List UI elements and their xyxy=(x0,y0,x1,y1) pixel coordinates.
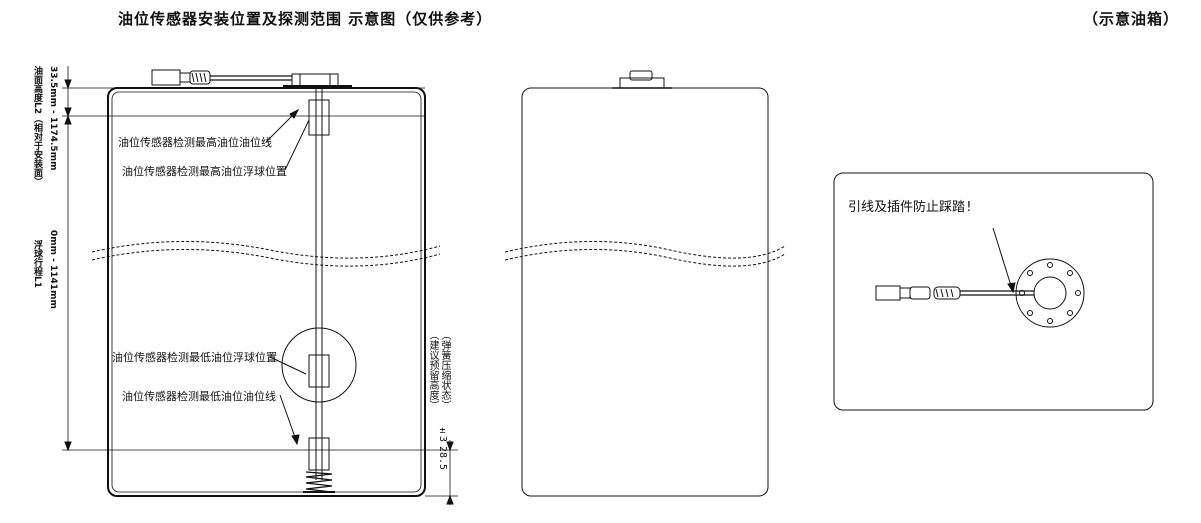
reserve-tolerance: ±3 xyxy=(437,425,448,443)
detail-circle xyxy=(281,327,357,403)
top-float xyxy=(308,99,330,136)
reserve-sub: （弹簧压缩状态） xyxy=(439,330,450,410)
diagram-title: 油位传感器安装位置及探测范围 示意图（仅供参考） xyxy=(118,10,493,28)
detail-box xyxy=(833,172,1154,411)
l1-label: 浮球行程L1 xyxy=(32,240,42,288)
flange-outer xyxy=(1015,258,1085,328)
tank-caption: （示意油箱） xyxy=(1083,10,1180,28)
min-float-annotation: 油位传感器检测最低油位浮球位置 xyxy=(112,351,277,364)
reserve-value: 28.5 xyxy=(437,446,448,471)
flange-inner xyxy=(1033,276,1067,310)
l1-value: 0mm - 1141mm xyxy=(48,230,58,309)
min-line-annotation: 油位传感器检测最低油位油位线 xyxy=(122,390,276,403)
left-tank-inner xyxy=(111,91,422,493)
l2-label: 油面高度L2（相对于安装面） xyxy=(32,66,42,186)
spring xyxy=(305,471,333,493)
left-connector xyxy=(151,69,181,86)
detail-connector xyxy=(875,285,901,301)
reserve-label: （建议预留高度） xyxy=(427,330,438,410)
cable-warning: 引线及插件防止踩踏! xyxy=(848,200,973,215)
max-line-annotation: 油位传感器检测最高油位油位线 xyxy=(118,136,272,149)
mount-head xyxy=(291,73,339,87)
middle-float xyxy=(308,354,330,388)
l2-value: 33.5mm - 1174.5mm xyxy=(48,66,58,171)
middle-tank xyxy=(521,87,769,497)
max-float-annotation: 油位传感器检测最高油位浮球位置 xyxy=(122,165,287,178)
bottom-float xyxy=(308,437,330,471)
